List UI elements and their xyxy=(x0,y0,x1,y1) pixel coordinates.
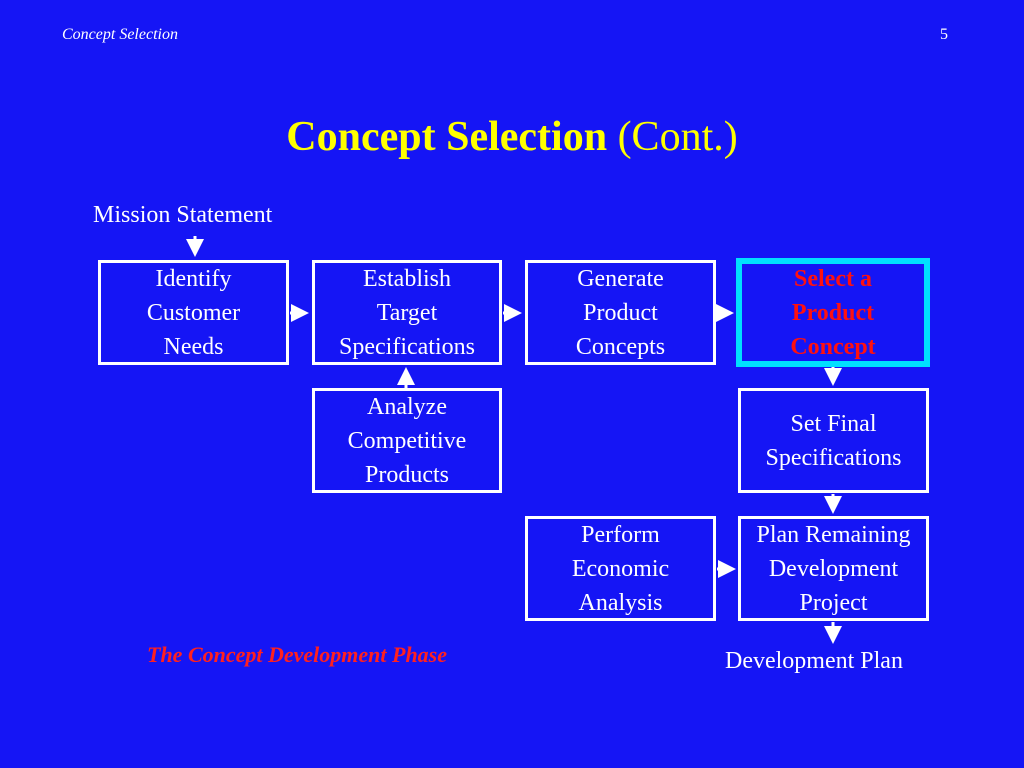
set-final-specifications-box: Set Final Specifications xyxy=(738,388,929,493)
set-final-specifications-label: Set Final Specifications xyxy=(765,410,902,471)
development-plan-label: Development Plan xyxy=(725,648,903,674)
generate-product-concepts-label: Generate Product Concepts xyxy=(575,265,666,360)
generate-product-concepts-box: Generate Product Concepts xyxy=(525,260,716,365)
plan-remaining-development-label: Plan Remaining Development Project xyxy=(756,521,911,616)
perform-economic-analysis-label: Perform Economic Analysis xyxy=(571,521,670,616)
slide-title-main: Concept Selection xyxy=(286,114,608,160)
perform-economic-analysis-box: Perform Economic Analysis xyxy=(525,516,716,621)
header-section-title: Concept Selection xyxy=(62,26,178,43)
diagram-caption: The Concept Development Phase xyxy=(147,642,448,667)
slide-title: Concept Selection (Cont.) xyxy=(0,110,1024,164)
analyze-competitive-products-box: Analyze Competitive Products xyxy=(312,388,502,493)
establish-target-specifications-box: Establish Target Specifications xyxy=(312,260,502,365)
analyze-competitive-products-label: Analyze Competitive Products xyxy=(347,393,467,488)
establish-target-specifications-label: Establish Target Specifications xyxy=(339,265,475,360)
page-number: 5 xyxy=(940,26,948,43)
slide-title-suffix: (Cont.) xyxy=(617,114,738,160)
select-product-concept-box: Select a Product Concept xyxy=(736,258,930,367)
select-product-concept-label: Select a Product Concept xyxy=(790,265,876,360)
mission-statement-label: Mission Statement xyxy=(93,202,273,228)
identify-customer-needs-label: Identify Customer Needs xyxy=(146,265,241,360)
identify-customer-needs-box: Identify Customer Needs xyxy=(98,260,289,365)
plan-remaining-development-box: Plan Remaining Development Project xyxy=(738,516,929,621)
